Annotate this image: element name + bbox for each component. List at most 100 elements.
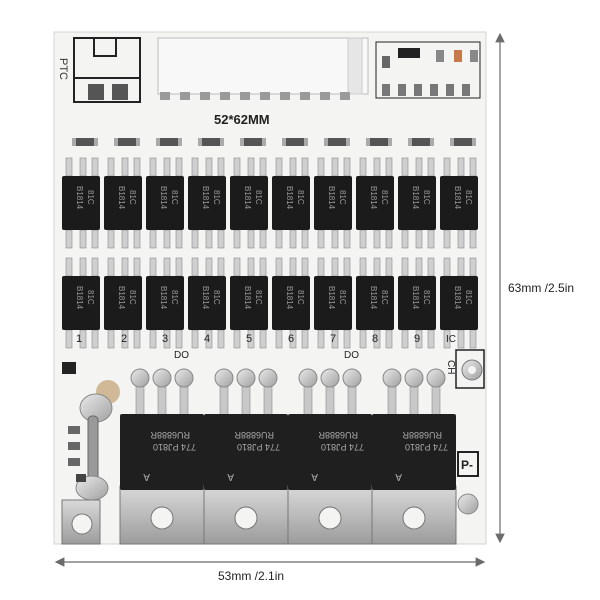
- resistor: [76, 138, 94, 146]
- width-dimension-label: 53mm /2.1in: [218, 569, 284, 583]
- mosfet-marking: B1814: [411, 286, 420, 310]
- power-mosfet-label: RU6888R: [318, 430, 358, 440]
- power-mosfet-label: RU6888R: [402, 430, 442, 440]
- cell-number: 6: [288, 333, 294, 345]
- mosfet-marking: 81C: [296, 290, 305, 305]
- height-dimension-label: 63mm /2.5in: [508, 281, 574, 295]
- do-label-left: DO: [174, 350, 189, 361]
- resistor-row: [72, 138, 476, 146]
- power-mosfet-mark: A: [227, 471, 234, 482]
- resistor: [118, 138, 136, 146]
- mosfet-marking: 81C: [128, 290, 137, 305]
- resistor: [286, 138, 304, 146]
- cell-number: 9: [414, 333, 420, 345]
- mosfet-marking: 81C: [296, 190, 305, 205]
- mosfet-marking: 81C: [338, 190, 347, 205]
- cell-number: 7: [330, 333, 336, 345]
- mosfet-marking: 81C: [380, 190, 389, 205]
- cell-number: 2: [121, 333, 127, 345]
- resistor: [160, 138, 178, 146]
- mosfet-marking: 81C: [422, 290, 431, 305]
- mosfet-marking: B1814: [159, 186, 168, 210]
- power-mosfet-mark: A: [311, 471, 318, 482]
- mosfet-marking: B1814: [117, 186, 126, 210]
- mosfet-marking: 81C: [170, 290, 179, 305]
- p-minus-label: P-: [461, 458, 473, 472]
- resistor: [412, 138, 430, 146]
- mosfet-marking: B1814: [285, 286, 294, 310]
- mosfet-marking: B1814: [159, 286, 168, 310]
- ptc-label: PTC: [57, 58, 69, 80]
- ch-label: CH: [445, 360, 456, 374]
- mosfet-marking: 81C: [254, 190, 263, 205]
- cell-number-labels: 1 2 3 4 5 6 7 8 9: [76, 333, 420, 345]
- mosfet-marking: B1814: [453, 286, 462, 310]
- do-label-right: DO: [344, 350, 359, 361]
- power-mosfet-label: 774 PJ810: [153, 442, 196, 452]
- mosfet-marking: 81C: [464, 190, 473, 205]
- height-dimension: 63mm /2.5in: [495, 32, 574, 544]
- cell-number: 4: [204, 333, 210, 345]
- ptc-footprint: [73, 37, 141, 103]
- power-mosfet-label: 774 PJ810: [237, 442, 280, 452]
- mosfet-marking: B1814: [243, 186, 252, 210]
- mosfet-marking: B1814: [243, 286, 252, 310]
- resistor: [202, 138, 220, 146]
- power-mosfet-label: RU6888R: [150, 430, 190, 440]
- mosfet-marking: 81C: [170, 190, 179, 205]
- mosfet-marking: B1814: [117, 286, 126, 310]
- mosfet-marking: 81C: [86, 190, 95, 205]
- mosfet-marking: 81C: [380, 290, 389, 305]
- mosfet-marking: 81C: [338, 290, 347, 305]
- ic-label: IC: [446, 334, 456, 345]
- cell-number: 8: [372, 333, 378, 345]
- resistor: [454, 138, 472, 146]
- cell-number: 3: [162, 333, 168, 345]
- mosfet-marking: 81C: [212, 290, 221, 305]
- smd-components-top-right: [375, 41, 481, 99]
- mosfet-marking: 81C: [254, 290, 263, 305]
- mosfet-marking: B1814: [201, 286, 210, 310]
- lower-left-components: [61, 362, 120, 545]
- width-dimension: 53mm /2.1in: [54, 557, 486, 583]
- mosfet-marking: B1814: [327, 186, 336, 210]
- mosfet-marking: 81C: [422, 190, 431, 205]
- mosfet-marking: B1814: [453, 186, 462, 210]
- mosfet-marking: 81C: [86, 290, 95, 305]
- mosfet-marking: 81C: [464, 290, 473, 305]
- mosfet-marking: B1814: [201, 186, 210, 210]
- mosfet-marking: B1814: [327, 286, 336, 310]
- power-mosfet-label: RU6888R: [234, 430, 274, 440]
- balance-connector: [157, 37, 369, 100]
- board-size-label: 52*62MM: [214, 112, 270, 127]
- mosfet-marking: 81C: [128, 190, 137, 205]
- resistor: [244, 138, 262, 146]
- mosfet-marking: B1814: [369, 186, 378, 210]
- power-mosfet-label: 774 PJ810: [321, 442, 364, 452]
- ch-terminal: [455, 349, 485, 389]
